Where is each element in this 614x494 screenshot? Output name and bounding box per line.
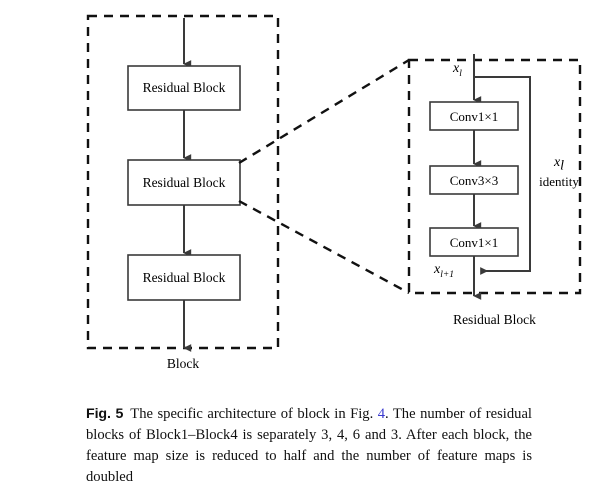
caption-xref-link[interactable]: 4: [377, 406, 386, 422]
right-panel-dashed-border: [407, 58, 582, 295]
identity-tensor-symbol: x: [553, 155, 561, 170]
residual-block-box-1: [127, 65, 241, 111]
identity-tensor-subscript: l: [560, 158, 565, 174]
conv-label-3: Conv1×1: [449, 234, 499, 250]
identity-skip-connection: [474, 76, 531, 275]
input-tensor-subscript: l: [459, 68, 462, 79]
left-panel-caption: Block: [166, 356, 200, 371]
residual-block-label-2: Residual Block: [142, 174, 226, 190]
input-tensor-symbol: x: [453, 61, 460, 76]
caption-text-after-xref: . The number of residual blocks of Block…: [86, 406, 532, 485]
identity-text: identity: [539, 173, 579, 189]
figure-diagram: Residual Block Residual Block Residual B…: [86, 14, 582, 371]
output-tensor-subscript: l+1: [440, 269, 455, 280]
right-panel-caption: Residual Block: [453, 312, 536, 327]
output-tensor-symbol: x: [434, 262, 441, 277]
output-tensor-label: xl+1: [434, 263, 454, 280]
input-tensor-label: xl: [453, 62, 462, 79]
conv-label-2: Conv3×3: [449, 172, 499, 188]
figure-caption: Fig. 5 The specific architecture of block…: [86, 404, 532, 488]
expansion-connector-top: [238, 58, 410, 165]
conv-box-3: [429, 227, 519, 257]
identity-branch-label: xl identity: [536, 155, 582, 190]
residual-block-label-3: Residual Block: [142, 269, 226, 285]
residual-block-label-1: Residual Block: [142, 80, 226, 96]
expansion-connector-bottom: [238, 199, 410, 295]
diagram-canvas: [86, 14, 582, 352]
conv-label-1: Conv1×1: [449, 108, 499, 124]
figure-number: Fig. 5: [86, 406, 124, 422]
caption-text-before-xref: The specific architecture of block in Fi…: [130, 406, 378, 422]
conv-box-2: [429, 165, 519, 195]
